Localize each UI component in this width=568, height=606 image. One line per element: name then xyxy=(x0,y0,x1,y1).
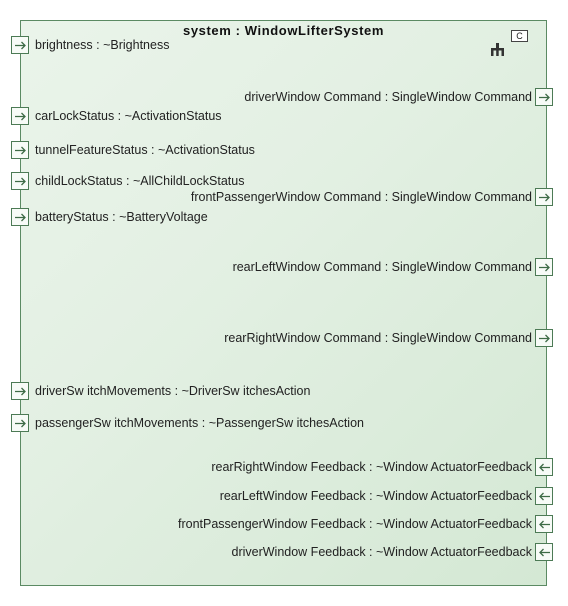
port-childlockstatus[interactable] xyxy=(11,172,29,190)
port-rearrightwindowfeedback[interactable] xyxy=(535,458,553,476)
port-arrow-icon xyxy=(15,146,26,155)
system-block[interactable] xyxy=(20,20,547,586)
port-brightness[interactable] xyxy=(11,36,29,54)
port-rearrightwindowcommand[interactable] xyxy=(535,329,553,347)
port-arrow-icon xyxy=(15,387,26,396)
port-batterystatus[interactable] xyxy=(11,208,29,226)
port-label-frontpassengerwindowfeedback: frontPassengerWindow Feedback : ~Window … xyxy=(177,517,532,531)
port-driverwindowcommand[interactable] xyxy=(535,88,553,106)
port-rearleftwindowfeedback[interactable] xyxy=(535,487,553,505)
port-arrow-icon xyxy=(15,112,26,121)
port-label-childlockstatus: childLockStatus : ~AllChildLockStatus xyxy=(35,174,245,188)
port-arrow-icon xyxy=(539,334,550,343)
port-label-frontpassengerwindowcommand: frontPassengerWindow Command : SingleWin… xyxy=(190,190,532,204)
port-label-driverswitchmovements: driverSw itchMovements : ~DriverSw itche… xyxy=(35,384,311,398)
port-label-rearrightwindowcommand: rearRightWindow Command : SingleWindow C… xyxy=(224,331,532,345)
port-arrow-icon xyxy=(15,41,26,50)
port-arrow-icon xyxy=(539,463,550,472)
port-label-driverwindowcommand: driverWindow Command : SingleWindow Comm… xyxy=(244,90,532,104)
port-label-driverwindowfeedback: driverWindow Feedback : ~Window Actuator… xyxy=(231,545,533,559)
block-title: system : WindowLifterSystem xyxy=(182,23,384,38)
port-label-batterystatus: batteryStatus : ~BatteryVoltage xyxy=(35,210,208,224)
port-carlockstatus[interactable] xyxy=(11,107,29,125)
port-label-tunnelfeaturestatus: tunnelFeatureStatus : ~ActivationStatus xyxy=(35,143,255,157)
port-passengerswitchmovements[interactable] xyxy=(11,414,29,432)
port-label-passengerswitchmovements: passengerSw itchMovements : ~PassengerSw… xyxy=(35,416,364,430)
port-frontpassengerwindowcommand[interactable] xyxy=(535,188,553,206)
port-label-rearrightwindowfeedback: rearRightWindow Feedback : ~Window Actua… xyxy=(211,460,532,474)
port-label-rearleftwindowfeedback: rearLeftWindow Feedback : ~Window Actuat… xyxy=(219,489,532,503)
port-label-brightness: brightness : ~Brightness xyxy=(35,38,170,52)
port-arrow-icon xyxy=(15,177,26,186)
port-driverswitchmovements[interactable] xyxy=(11,382,29,400)
port-label-rearleftwindowcommand: rearLeftWindow Command : SingleWindow Co… xyxy=(232,260,532,274)
port-frontpassengerwindowfeedback[interactable] xyxy=(535,515,553,533)
port-arrow-icon xyxy=(539,263,550,272)
port-arrow-icon xyxy=(539,520,550,529)
port-rearleftwindowcommand[interactable] xyxy=(535,258,553,276)
port-arrow-icon xyxy=(15,419,26,428)
port-arrow-icon xyxy=(539,548,550,557)
port-tunnelfeaturestatus[interactable] xyxy=(11,141,29,159)
component-type-icon: C xyxy=(511,30,528,42)
port-label-carlockstatus: carLockStatus : ~ActivationStatus xyxy=(35,109,222,123)
port-arrow-icon xyxy=(539,492,550,501)
port-arrow-icon xyxy=(539,193,550,202)
port-arrow-icon xyxy=(539,93,550,102)
composite-structure-icon xyxy=(491,43,504,56)
port-driverwindowfeedback[interactable] xyxy=(535,543,553,561)
port-arrow-icon xyxy=(15,213,26,222)
